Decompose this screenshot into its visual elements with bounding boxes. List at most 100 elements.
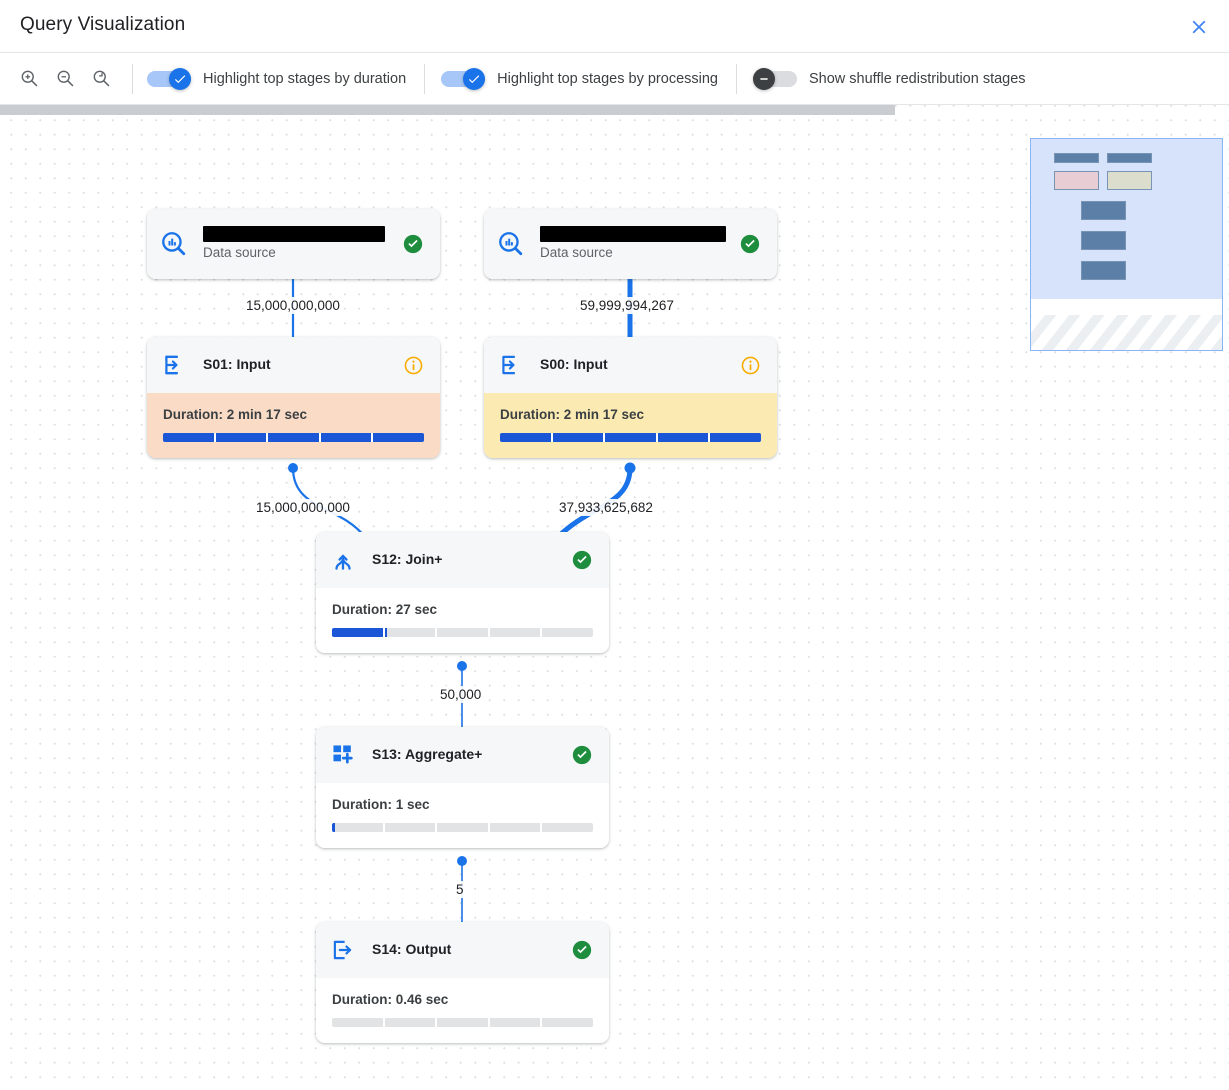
zoom-reset-button[interactable] (84, 62, 118, 96)
node-title-wrap: Data source (203, 226, 400, 262)
edge-label: 15,000,000,000 (253, 499, 353, 516)
graph-canvas[interactable]: 15,000,000,000 59,999,994,267 15,000,000… (0, 105, 1229, 1090)
zoom-in-button[interactable] (12, 62, 46, 96)
edge-label: 59,999,994,267 (577, 297, 677, 314)
output-arrow-icon (328, 937, 358, 963)
minimap-node (1054, 171, 1099, 190)
toggle-show-shuffle[interactable]: Show shuffle redistribution stages (753, 67, 1026, 90)
duration-bar-ticks (332, 628, 593, 637)
input-arrow-icon (496, 352, 526, 378)
node-data-source-left[interactable]: Data source (147, 209, 440, 279)
toolbar-divider (132, 63, 133, 94)
status-badge-success (569, 744, 595, 766)
duration-bar-fill (332, 823, 335, 832)
duration-bar-ticks (332, 1018, 593, 1027)
node-title: S00: Input (540, 356, 608, 372)
redacted-title-bar (540, 226, 726, 242)
node-stage-s14[interactable]: S14: Output Duration: 0.46 sec (316, 922, 609, 1043)
close-button[interactable] (1183, 11, 1215, 43)
node-body: Duration: 27 sec (316, 588, 609, 653)
status-badge-success (569, 939, 595, 961)
duration-label: Duration: 27 sec (332, 602, 438, 617)
toolbar: Highlight top stages by duration Highlig… (0, 53, 1229, 105)
status-badge-info[interactable] (737, 355, 763, 376)
status-badge-success (400, 233, 426, 255)
check-icon (467, 72, 481, 86)
edge-label: 37,933,625,682 (556, 499, 656, 516)
edge-label: 5 (453, 881, 467, 898)
duration-bar-fill (332, 628, 387, 637)
toggle-highlight-processing-switch[interactable] (441, 67, 486, 90)
node-header: S14: Output (316, 922, 609, 978)
node-stage-s00[interactable]: S00: Input Duration: 2 min 17 sec (484, 337, 777, 458)
node-title-wrap: Data source (540, 226, 737, 262)
status-badge-info[interactable] (400, 355, 426, 376)
switch-knob (169, 67, 191, 90)
toggle-highlight-duration-switch[interactable] (147, 67, 191, 90)
zoom-in-icon (19, 68, 40, 89)
duration-label: Duration: 0.46 sec (332, 992, 449, 1007)
node-header: Data source (484, 209, 777, 279)
node-stage-s13[interactable]: S13: Aggregate+ Duration: 1 sec (316, 727, 609, 848)
node-title: S12: Join+ (372, 551, 443, 567)
toggle-show-shuffle-label: Show shuffle redistribution stages (809, 70, 1026, 87)
duration-bar-fill (500, 433, 761, 442)
node-title: S14: Output (372, 941, 452, 957)
check-icon (173, 72, 187, 86)
minimap[interactable] (1030, 138, 1223, 351)
edge-label: 50,000 (437, 686, 485, 703)
toolbar-divider-2 (424, 63, 426, 94)
node-title-wrap: S00: Input (540, 356, 737, 374)
duration-bar-ticks (332, 823, 593, 832)
status-badge-success (569, 549, 595, 571)
minimap-node (1107, 153, 1152, 163)
node-header: S00: Input (484, 337, 777, 393)
node-subtitle: Data source (203, 245, 276, 260)
close-icon (1188, 16, 1210, 38)
redacted-title-bar (203, 226, 385, 242)
minimap-node (1054, 153, 1099, 163)
node-header: Data source (147, 209, 440, 279)
horizontal-scrollbar[interactable] (0, 105, 895, 115)
node-header: S12: Join+ (316, 532, 609, 588)
node-title: S13: Aggregate+ (372, 746, 483, 762)
switch-knob (463, 67, 486, 90)
duration-bar (500, 433, 761, 442)
node-title: S01: Input (203, 356, 271, 372)
status-badge-success (737, 233, 763, 255)
node-header: S13: Aggregate+ (316, 727, 609, 783)
duration-label: Duration: 2 min 17 sec (500, 407, 645, 422)
edge-label: 15,000,000,000 (243, 297, 343, 314)
node-stage-s01[interactable]: S01: Input Duration: 2 min 17 sec (147, 337, 440, 458)
node-stage-s12[interactable]: S12: Join+ Duration: 27 sec (316, 532, 609, 653)
toggle-highlight-processing[interactable]: Highlight top stages by processing (441, 67, 718, 90)
aggregate-icon (328, 742, 358, 768)
zoom-controls (0, 62, 120, 96)
page-title: Query Visualization (20, 14, 186, 35)
minimap-node (1081, 261, 1126, 280)
input-arrow-icon (159, 352, 189, 378)
node-header: S01: Input (147, 337, 440, 393)
duration-bar (332, 823, 593, 832)
duration-bar (163, 433, 424, 442)
zoom-out-button[interactable] (48, 62, 82, 96)
join-merge-icon (328, 547, 358, 573)
toggle-highlight-processing-label: Highlight top stages by processing (497, 70, 718, 87)
toggle-show-shuffle-switch[interactable] (753, 67, 797, 90)
duration-bar-fill (163, 433, 424, 442)
node-data-source-right[interactable]: Data source (484, 209, 777, 279)
duration-bar (332, 1018, 593, 1027)
zoom-reset-icon (91, 68, 112, 89)
node-title-wrap: S13: Aggregate+ (372, 746, 569, 764)
duration-label: Duration: 1 sec (332, 797, 430, 812)
bigquery-data-source-icon (496, 230, 526, 258)
duration-bar-ticks (500, 433, 761, 442)
dialog-title-bar: Query Visualization (0, 0, 1229, 53)
minimap-offscreen-area (1031, 315, 1222, 350)
node-body: Duration: 1 sec (316, 783, 609, 848)
toggle-highlight-duration[interactable]: Highlight top stages by duration (147, 67, 406, 90)
node-title-wrap: S12: Join+ (372, 551, 569, 569)
node-title-wrap: S01: Input (203, 356, 400, 374)
minimap-node (1107, 171, 1152, 190)
node-body: Duration: 0.46 sec (316, 978, 609, 1043)
